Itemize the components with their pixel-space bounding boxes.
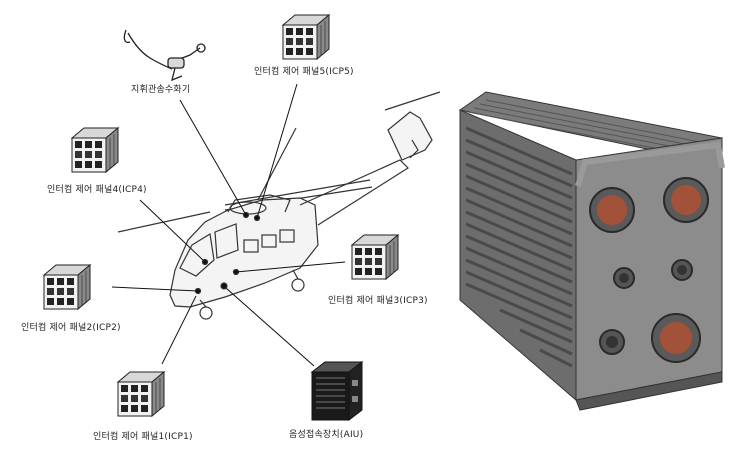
connector-small bbox=[671, 259, 693, 281]
label-commander-handset: 지휘관송수화기 bbox=[131, 85, 191, 95]
icp1-panel-icon bbox=[117, 371, 165, 417]
connector-large bbox=[663, 177, 709, 223]
label-icp5: 인터컴 제어 패널5(ICP5) bbox=[254, 67, 354, 77]
leader-lines bbox=[111, 83, 346, 367]
icp2-panel-icon bbox=[43, 264, 91, 310]
icp5-panel-icon bbox=[282, 14, 330, 60]
label-icp3: 인터컴 제어 패널3(ICP3) bbox=[328, 296, 428, 306]
aiu-unit-icon bbox=[310, 360, 364, 422]
aiu-photo bbox=[458, 91, 725, 411]
label-aiu: 음성접속장치(AIU) bbox=[289, 430, 364, 440]
label-icp2: 인터컴 제어 패널2(ICP2) bbox=[21, 323, 121, 333]
label-icp1: 인터컴 제어 패널1(ICP1) bbox=[93, 432, 193, 442]
connector-large bbox=[589, 187, 635, 233]
icp3-panel-icon bbox=[351, 234, 399, 280]
label-icp4: 인터컴 제어 패널4(ICP4) bbox=[47, 185, 147, 195]
headset-icon bbox=[123, 29, 206, 82]
connector-small bbox=[599, 329, 625, 355]
connector-small bbox=[613, 267, 635, 289]
icp4-panel-icon bbox=[71, 127, 119, 173]
helicopter-illustration bbox=[117, 91, 441, 320]
connector-large bbox=[651, 313, 701, 363]
